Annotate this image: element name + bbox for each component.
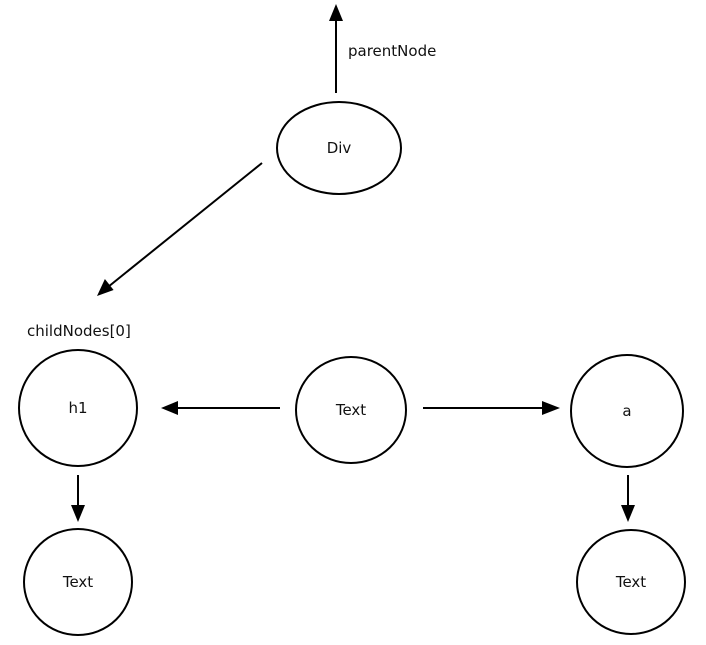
node-text-right: Text — [576, 529, 686, 635]
node-text-right-shape — [576, 529, 686, 635]
node-text-middle-label: Text — [335, 401, 366, 419]
node-text-left-label: Text — [62, 573, 93, 591]
node-div: Div — [276, 101, 402, 195]
node-h1: h1 — [18, 349, 138, 467]
node-text-left-shape — [23, 528, 133, 636]
node-text-left: Text — [23, 528, 133, 636]
node-a-shape — [570, 354, 684, 468]
node-h1-shape — [18, 349, 138, 467]
node-text-right-label: Text — [615, 573, 646, 591]
edges — [71, 4, 635, 522]
edge-div-child-nodes-0 — [107, 162, 263, 288]
node-text-middle: Text — [295, 356, 407, 464]
parent-node-label: parentNode — [348, 42, 436, 60]
node-text-middle-shape — [295, 356, 407, 464]
arrow-head-parent-node — [329, 4, 343, 21]
node-div-label: Div — [327, 139, 352, 157]
node-div-shape — [276, 101, 402, 195]
arrow-head-text-to-a — [542, 401, 560, 415]
arrow-head-child-nodes-0 — [97, 279, 114, 296]
node-h1-label: h1 — [68, 399, 87, 417]
child-nodes-0-label: childNodes[0] — [27, 322, 131, 340]
node-a-label: a — [622, 402, 631, 420]
arrow-head-text-to-h1 — [161, 401, 178, 415]
arrow-head-a-to-text — [621, 505, 635, 522]
arrow-head-h1-to-text — [71, 505, 85, 522]
node-a: a — [570, 354, 684, 468]
